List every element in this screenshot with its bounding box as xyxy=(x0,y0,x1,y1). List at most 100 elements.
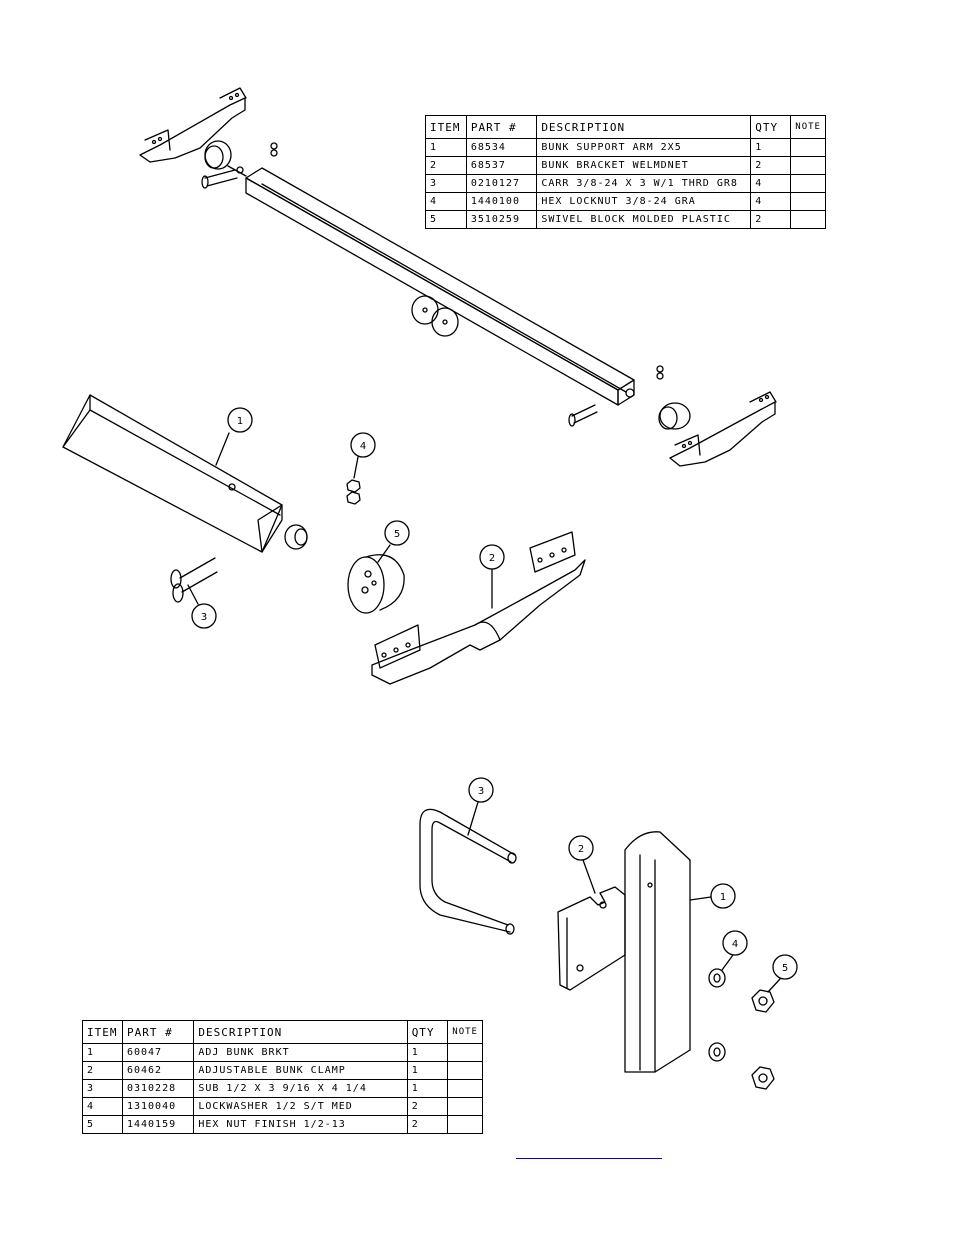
cell-part: 3510259 xyxy=(465,210,538,229)
cell-qty: 1 xyxy=(406,1043,449,1062)
cell-qty: 2 xyxy=(406,1097,449,1116)
swivel-block-left xyxy=(204,140,232,170)
cell-item: 2 xyxy=(82,1061,123,1080)
cell-part: 1440100 xyxy=(465,192,538,211)
cell-note xyxy=(447,1061,483,1080)
cell-qty: 2 xyxy=(750,156,792,175)
bottom-balloon-4: 4 xyxy=(721,930,748,971)
top-balloon-3-text: 3 xyxy=(201,612,207,623)
top-balloon-3: 3 xyxy=(187,584,217,629)
cell-item: 4 xyxy=(425,192,467,211)
bottom-balloon-3-text: 3 xyxy=(478,786,484,797)
swivel-block-right xyxy=(658,402,691,430)
col-note: NOTE xyxy=(447,1020,483,1044)
bottom-balloon-2-text: 2 xyxy=(578,844,584,855)
top-balloon-4: 4 xyxy=(350,432,376,479)
col-description: DESCRIPTION xyxy=(536,115,752,139)
bunk-bracket-left xyxy=(139,87,247,163)
cell-qty: 2 xyxy=(750,210,792,229)
cell-part: 0310228 xyxy=(121,1079,195,1098)
cell-qty: 1 xyxy=(406,1079,449,1098)
locknut-detail xyxy=(346,479,361,505)
cell-item: 3 xyxy=(425,174,467,193)
bottom-balloon-5-text: 5 xyxy=(782,963,788,974)
cell-note xyxy=(790,174,826,193)
col-qty: QTY xyxy=(406,1020,449,1044)
table-row: 5 1440159 HEX NUT FINISH 1/2-13 2 xyxy=(82,1115,483,1134)
bottom-parts-table: ITEM PART # DESCRIPTION QTY NOTE 1 60047… xyxy=(82,1020,483,1134)
col-item: ITEM xyxy=(425,115,467,139)
support-arm-detail xyxy=(62,394,308,553)
top-balloon-1-text: 1 xyxy=(237,416,243,427)
table-row: 1 60047 ADJ BUNK BRKT 1 xyxy=(82,1043,483,1062)
cell-description: BUNK BRACKET WELMDNET xyxy=(536,156,752,175)
top-assembly: 1 4 5 2 3 xyxy=(62,87,777,685)
cell-part: 1310040 xyxy=(121,1097,195,1116)
cell-part: 60047 xyxy=(121,1043,195,1062)
cell-part: 1440159 xyxy=(121,1115,195,1134)
support-arm-long xyxy=(227,165,635,406)
cell-description: SWIVEL BLOCK MOLDED PLASTIC xyxy=(536,210,752,229)
carriage-bolts-left xyxy=(201,169,238,189)
top-balloon-4-text: 4 xyxy=(360,441,366,452)
cell-description: ADJUSTABLE BUNK CLAMP xyxy=(193,1061,408,1080)
cell-note xyxy=(790,192,826,211)
cell-description: SUB 1/2 X 3 9/16 X 4 1/4 xyxy=(193,1079,408,1098)
bunk-bracket-detail xyxy=(371,531,586,685)
cell-description: HEX NUT FINISH 1/2-13 xyxy=(193,1115,408,1134)
col-note: NOTE xyxy=(790,115,826,139)
cell-item: 1 xyxy=(425,138,467,157)
cell-note xyxy=(447,1097,483,1116)
table-row: 2 68537 BUNK BRACKET WELMDNET 2 xyxy=(425,156,826,175)
swivel-block-detail xyxy=(347,554,405,614)
table-header-row: ITEM PART # DESCRIPTION QTY NOTE xyxy=(82,1020,483,1044)
table-row: 2 60462 ADJUSTABLE BUNK CLAMP 1 xyxy=(82,1061,483,1080)
swivel-block-pair xyxy=(411,295,459,337)
hex-nuts xyxy=(751,989,775,1090)
col-part: PART # xyxy=(465,115,538,139)
cell-item: 5 xyxy=(425,210,467,229)
cell-part: 68537 xyxy=(465,156,538,175)
cell-qty: 1 xyxy=(406,1061,449,1080)
top-balloon-1: 1 xyxy=(215,407,253,466)
bottom-balloon-4-text: 4 xyxy=(732,939,738,950)
locknuts-left xyxy=(270,142,278,157)
adjustable-bunk-clamp xyxy=(557,886,626,991)
u-bolt xyxy=(419,808,517,935)
table-row: 3 0310228 SUB 1/2 X 3 9/16 X 4 1/4 1 xyxy=(82,1079,483,1098)
cell-note xyxy=(790,138,826,157)
table-row: 4 1310040 LOCKWASHER 1/2 S/T MED 2 xyxy=(82,1097,483,1116)
locknuts-right xyxy=(656,365,664,380)
table-row: 3 0210127 CARR 3/8-24 X 3 W/1 THRD GR8 4 xyxy=(425,174,826,193)
lockwashers xyxy=(708,968,726,1062)
bottom-balloon-1-text: 1 xyxy=(720,892,726,903)
bottom-balloon-5: 5 xyxy=(767,954,798,993)
cell-note xyxy=(447,1115,483,1134)
hyperlink-underline[interactable] xyxy=(516,1158,662,1159)
top-balloon-5-text: 5 xyxy=(394,529,400,540)
table-row: 5 3510259 SWIVEL BLOCK MOLDED PLASTIC 2 xyxy=(425,210,826,229)
cell-description: LOCKWASHER 1/2 S/T MED xyxy=(193,1097,408,1116)
col-part: PART # xyxy=(121,1020,195,1044)
cell-note xyxy=(447,1079,483,1098)
cell-description: HEX LOCKNUT 3/8-24 GRA xyxy=(536,192,752,211)
table-header-row: ITEM PART # DESCRIPTION QTY NOTE xyxy=(425,115,826,139)
cell-part: 68534 xyxy=(465,138,538,157)
cell-item: 1 xyxy=(82,1043,123,1062)
carriage-bolt-detail xyxy=(170,557,218,603)
top-balloon-5: 5 xyxy=(377,520,410,563)
top-balloon-2: 2 xyxy=(479,544,505,609)
carriage-bolts-right xyxy=(568,404,598,427)
col-item: ITEM xyxy=(82,1020,123,1044)
bottom-assembly: 3 2 1 4 5 xyxy=(419,777,798,1090)
cell-item: 4 xyxy=(82,1097,123,1116)
top-parts-table: ITEM PART # DESCRIPTION QTY NOTE 1 68534… xyxy=(425,115,826,229)
col-description: DESCRIPTION xyxy=(193,1020,408,1044)
adj-bunk-bracket xyxy=(624,831,691,1073)
cell-part: 60462 xyxy=(121,1061,195,1080)
bottom-balloon-2: 2 xyxy=(568,835,596,894)
cell-note xyxy=(447,1043,483,1062)
cell-note xyxy=(790,156,826,175)
cell-description: BUNK SUPPORT ARM 2X5 xyxy=(536,138,752,157)
